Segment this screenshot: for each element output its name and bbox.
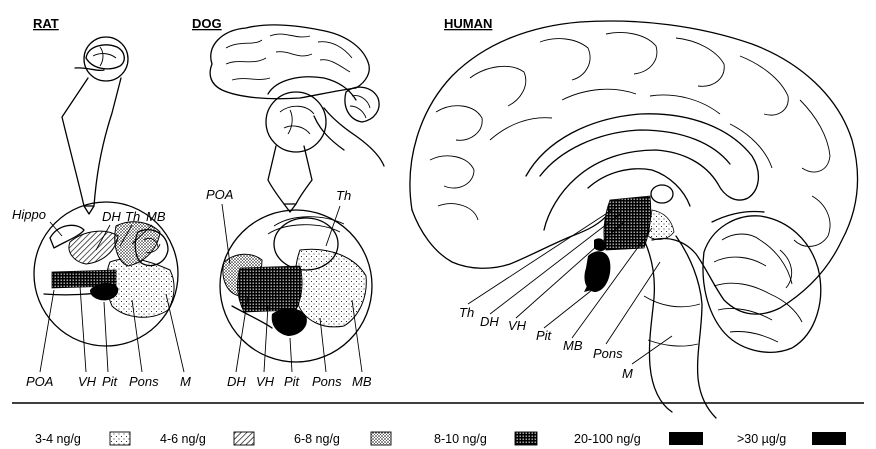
legend-item: 4-6 ng/g: [160, 432, 254, 446]
dog-panel: DOG: [192, 16, 384, 389]
legend-label: 3-4 ng/g: [35, 432, 81, 446]
rat-projection-arrow: [62, 78, 121, 206]
human-concentration-regions: [584, 196, 674, 292]
rat-label-hippo: Hippo: [12, 207, 46, 222]
rat-panel: RAT: [12, 16, 191, 389]
dog-label-poa: POA: [206, 187, 233, 202]
human-label-pons: Pons: [593, 346, 623, 361]
legend: 3-4 ng/g 4-6 ng/g 6-8 ng/g 8-10 ng/g 20-…: [35, 432, 846, 446]
dog-title: DOG: [192, 16, 222, 31]
legend-label: 6-8 ng/g: [294, 432, 340, 446]
human-label-dh: DH: [480, 314, 499, 329]
legend-label: 20-100 ng/g: [574, 432, 641, 446]
dog-label-pons: Pons: [312, 374, 342, 389]
legend-swatch-light-dots: [110, 432, 130, 445]
legend-swatch-solid-black: [669, 432, 703, 445]
legend-swatch-solid-black: [812, 432, 846, 445]
legend-swatch-crosshatch: [515, 432, 537, 445]
rat-title: RAT: [33, 16, 59, 31]
dog-magnified-section: [220, 210, 372, 362]
dog-label-vh: VH: [256, 374, 275, 389]
human-label-pit: Pit: [536, 328, 553, 343]
human-label-vh: VH: [508, 318, 527, 333]
rat-label-mb: MB: [146, 209, 166, 224]
rat-label-dh: DH: [102, 209, 121, 224]
rat-brain-inset: [75, 37, 128, 81]
human-label-m: M: [622, 366, 633, 381]
legend-label: >30 µg/g: [737, 432, 786, 446]
dog-brain-sagittal: [210, 25, 384, 166]
rat-label-poa: POA: [26, 374, 53, 389]
legend-item: 8-10 ng/g: [434, 432, 537, 446]
rat-label-pons: Pons: [129, 374, 159, 389]
rat-label-th: Th: [125, 209, 140, 224]
legend-item: >30 µg/g: [737, 432, 846, 446]
legend-item: 3-4 ng/g: [35, 432, 130, 446]
dog-label-pit: Pit: [284, 374, 301, 389]
legend-item: 6-8 ng/g: [294, 432, 391, 446]
rat-label-m: M: [180, 374, 191, 389]
human-title: HUMAN: [444, 16, 492, 31]
legend-label: 4-6 ng/g: [160, 432, 206, 446]
dog-label-mb: MB: [352, 374, 372, 389]
human-label-th: Th: [459, 305, 474, 320]
rat-label-pit: Pit: [102, 374, 119, 389]
rat-label-vh: VH: [78, 374, 97, 389]
dog-label-dh: DH: [227, 374, 246, 389]
legend-label: 8-10 ng/g: [434, 432, 487, 446]
dog-projection-arrow: [268, 146, 312, 204]
legend-swatch-dense-dots: [371, 432, 391, 445]
legend-swatch-diagonal-hatch: [234, 432, 254, 445]
legend-item: 20-100 ng/g: [574, 432, 703, 446]
human-label-mb: MB: [563, 338, 583, 353]
human-panel: HUMAN: [410, 16, 857, 418]
dog-label-th: Th: [336, 188, 351, 203]
